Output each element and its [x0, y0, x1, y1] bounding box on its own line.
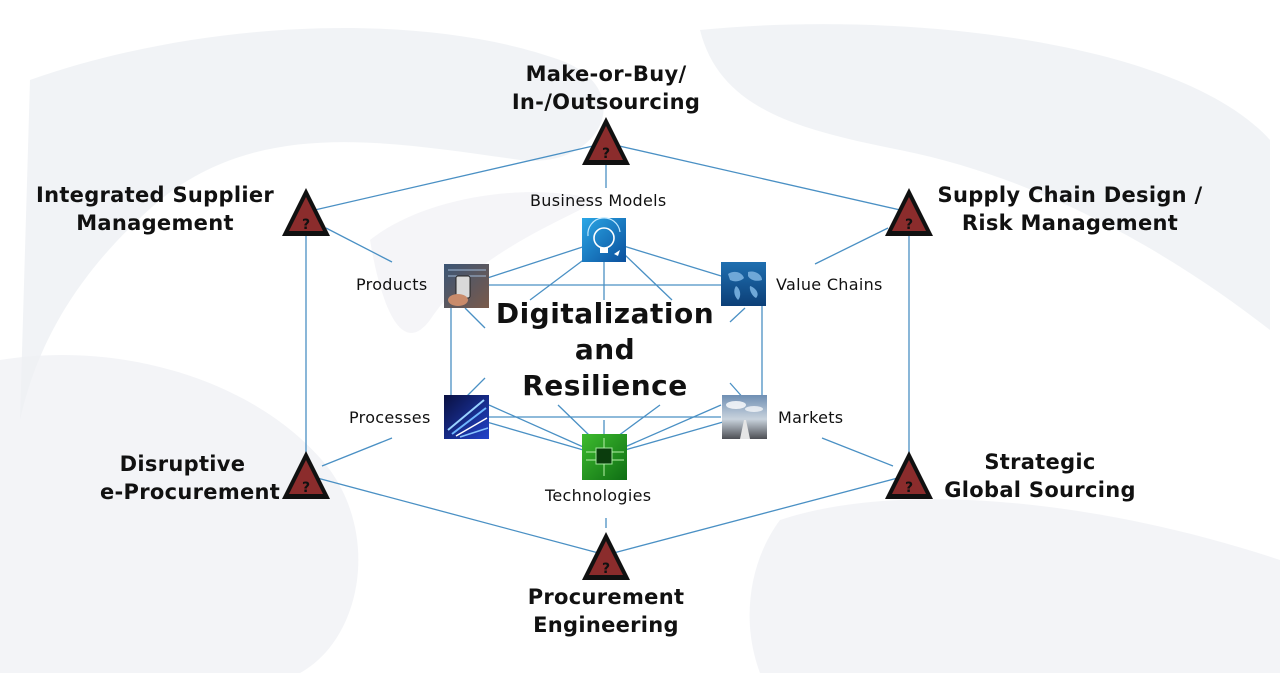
node-label-value-chains: Value Chains: [776, 275, 883, 294]
node-label-processes: Processes: [349, 408, 431, 427]
node-label-business-models: Business Models: [530, 191, 667, 210]
warning-triangle-icon: ?: [282, 451, 330, 499]
node-label-procurement-engineering: Procurement Engineering: [506, 583, 706, 639]
center-title-line: Resilience: [522, 369, 688, 402]
label-line: Risk Management: [961, 211, 1179, 235]
warning-triangle-icon: ?: [885, 188, 933, 236]
center-title-line: and: [574, 333, 636, 366]
warning-triangle-icon: ?: [582, 532, 630, 580]
label-line: Strategic: [984, 450, 1096, 474]
label-line: Engineering: [533, 613, 679, 637]
node-label-markets: Markets: [778, 408, 844, 427]
warning-triangle-icon: ?: [282, 188, 330, 236]
center-title-line: Digitalization: [495, 297, 715, 330]
lightbulb-globe-icon: [582, 217, 626, 262]
center-title: Digitalization and Resilience: [480, 296, 730, 404]
label-line: Integrated Supplier: [35, 183, 275, 207]
blue-light-rays-icon: [444, 395, 489, 439]
svg-text:?: ?: [302, 217, 310, 233]
node-label-supply-chain-design: Supply Chain Design / Risk Management: [930, 181, 1210, 237]
label-line: Disruptive: [119, 452, 246, 476]
label-line: Management: [76, 211, 234, 235]
svg-text:?: ?: [602, 146, 610, 162]
warning-triangle-icon: ?: [582, 117, 630, 165]
label-line: In-/Outsourcing: [511, 90, 701, 114]
label-line: Make-or-Buy/: [525, 62, 687, 86]
world-map-icon: [721, 262, 766, 306]
node-label-strategic-global-sourcing: Strategic Global Sourcing: [940, 448, 1140, 504]
node-label-make-or-buy: Make-or-Buy/ In-/Outsourcing: [506, 60, 706, 116]
label-line: Supply Chain Design /: [937, 183, 1203, 207]
label-line: Procurement: [527, 585, 685, 609]
svg-text:?: ?: [302, 480, 310, 496]
svg-text:?: ?: [905, 480, 913, 496]
label-line: e-Procurement: [100, 480, 281, 504]
svg-text:?: ?: [905, 217, 913, 233]
node-label-technologies: Technologies: [545, 486, 652, 505]
node-label-integrated-supplier-management: Integrated Supplier Management: [30, 181, 280, 237]
warning-triangle-icon: ?: [885, 451, 933, 499]
smartphone-photo-icon: [444, 264, 489, 308]
svg-text:?: ?: [602, 561, 610, 577]
label-line: Global Sourcing: [944, 478, 1136, 502]
node-label-products: Products: [356, 275, 428, 294]
road-sky-icon: [722, 395, 767, 439]
node-label-disruptive-e-procurement: Disruptive e-Procurement: [100, 450, 281, 506]
circuit-board-icon: [582, 434, 627, 480]
